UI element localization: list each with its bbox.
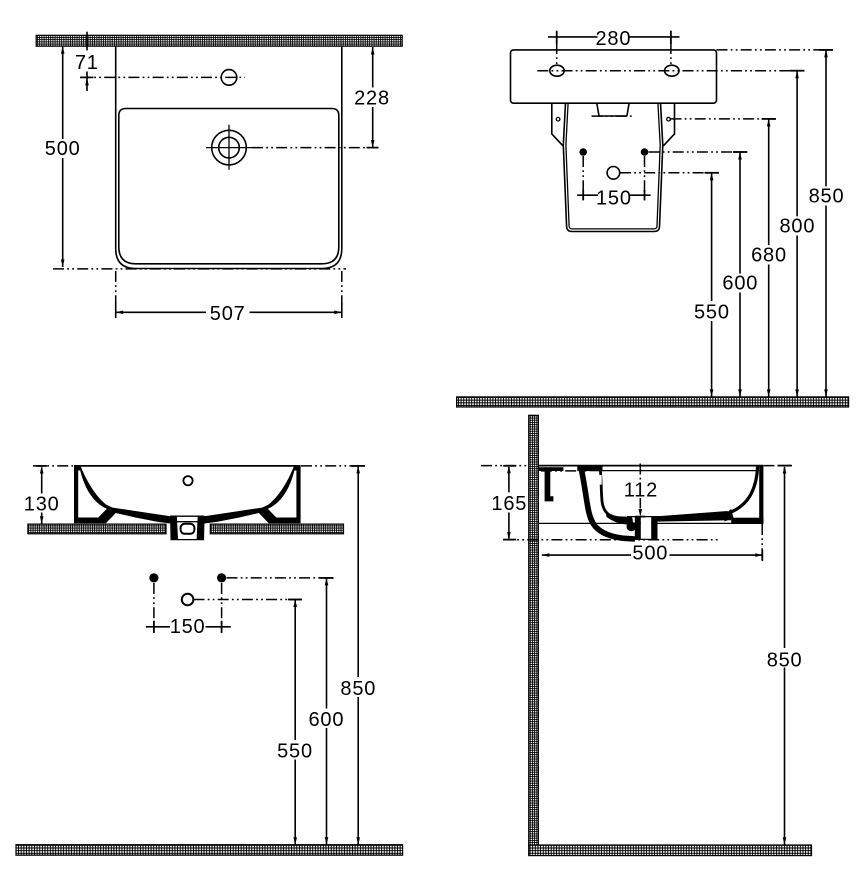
svg-text:71: 71 [75, 52, 99, 74]
svg-text:150: 150 [596, 187, 632, 209]
svg-text:550: 550 [277, 740, 313, 762]
svg-text:600: 600 [722, 273, 758, 295]
svg-text:507: 507 [210, 303, 246, 325]
svg-text:600: 600 [309, 709, 345, 731]
svg-text:112: 112 [624, 480, 658, 502]
svg-text:280: 280 [596, 28, 632, 50]
svg-text:500: 500 [45, 138, 81, 160]
svg-text:850: 850 [340, 678, 376, 700]
svg-text:150: 150 [170, 616, 206, 638]
svg-text:850: 850 [809, 185, 845, 207]
svg-text:800: 800 [780, 215, 816, 237]
svg-text:130: 130 [24, 493, 60, 515]
svg-text:500: 500 [632, 543, 668, 565]
svg-text:680: 680 [751, 244, 787, 266]
svg-text:228: 228 [354, 88, 390, 110]
svg-text:165: 165 [491, 493, 527, 515]
svg-text:850: 850 [767, 649, 803, 671]
svg-text:550: 550 [694, 302, 730, 324]
